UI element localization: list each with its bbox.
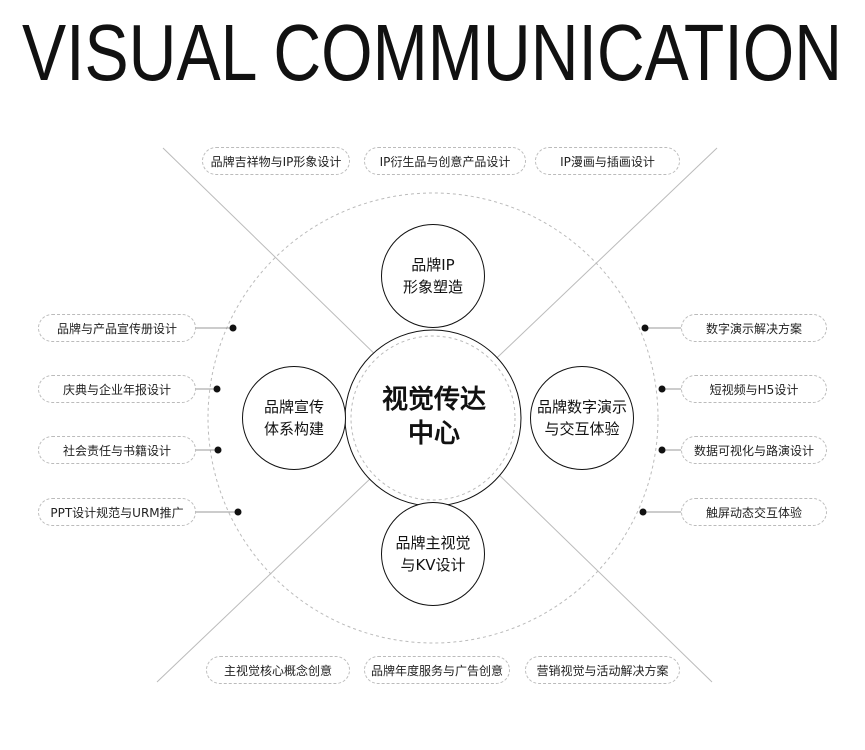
connector-dot [234, 508, 242, 516]
node-brand-ip: 品牌IP 形象塑造 [381, 224, 485, 328]
pill-right-2: 短视频与H5设计 [681, 375, 827, 403]
pill-top-3: IP漫画与插画设计 [535, 147, 680, 175]
node-label: 与KV设计 [400, 556, 466, 574]
node-label: 与交互体验 [544, 420, 620, 438]
pill-bottom-3: 营销视觉与活动解决方案 [525, 656, 680, 684]
pill-bottom-1: 主视觉核心概念创意 [206, 656, 350, 684]
pill-right-3: 数据可视化与路演设计 [681, 436, 827, 464]
center-hub: 视觉传达 中心 [350, 333, 518, 501]
pill-top-2: IP衍生品与创意产品设计 [364, 147, 526, 175]
center-line1: 视觉传达 [381, 385, 486, 415]
title-svg: VISUAL COMMUNICATION [22, 8, 842, 97]
connector-dot [229, 324, 237, 332]
connector-dot [658, 446, 666, 454]
pill-top-1: 品牌吉祥物与IP形象设计 [202, 147, 350, 175]
pill-left-3: 社会责任与书籍设计 [38, 436, 196, 464]
connector-dot [639, 508, 647, 516]
center-line2: 中心 [407, 419, 460, 449]
pill-left-2: 庆典与企业年报设计 [38, 375, 196, 403]
node-label: 品牌宣传 [263, 398, 324, 416]
pill-left-1: 品牌与产品宣传册设计 [38, 314, 196, 342]
connector-dot [641, 324, 649, 332]
connector-dot [658, 385, 666, 393]
node-label: 形象塑造 [402, 278, 463, 296]
node-label: 品牌数字演示 [536, 398, 627, 416]
node-label: 品牌IP [411, 256, 455, 274]
pill-right-4: 触屏动态交互体验 [681, 498, 827, 526]
connector-dot [213, 385, 221, 393]
connector-dot [214, 446, 222, 454]
node-key-visual: 品牌主视觉 与KV设计 [381, 502, 485, 606]
pill-right-1: 数字演示解决方案 [681, 314, 827, 342]
core-inner-ring [350, 335, 516, 501]
node-label: 品牌主视觉 [395, 534, 471, 552]
outer-dashed-ring [207, 192, 659, 644]
pill-bottom-2: 品牌年度服务与广告创意 [364, 656, 510, 684]
node-label: 体系构建 [263, 420, 324, 438]
page-title: VISUAL COMMUNICATION [22, 8, 842, 97]
node-brand-promotion: 品牌宣传 体系构建 [242, 366, 346, 470]
node-digital-interaction: 品牌数字演示 与交互体验 [530, 366, 634, 470]
pill-left-4: PPT设计规范与URM推广 [38, 498, 196, 526]
